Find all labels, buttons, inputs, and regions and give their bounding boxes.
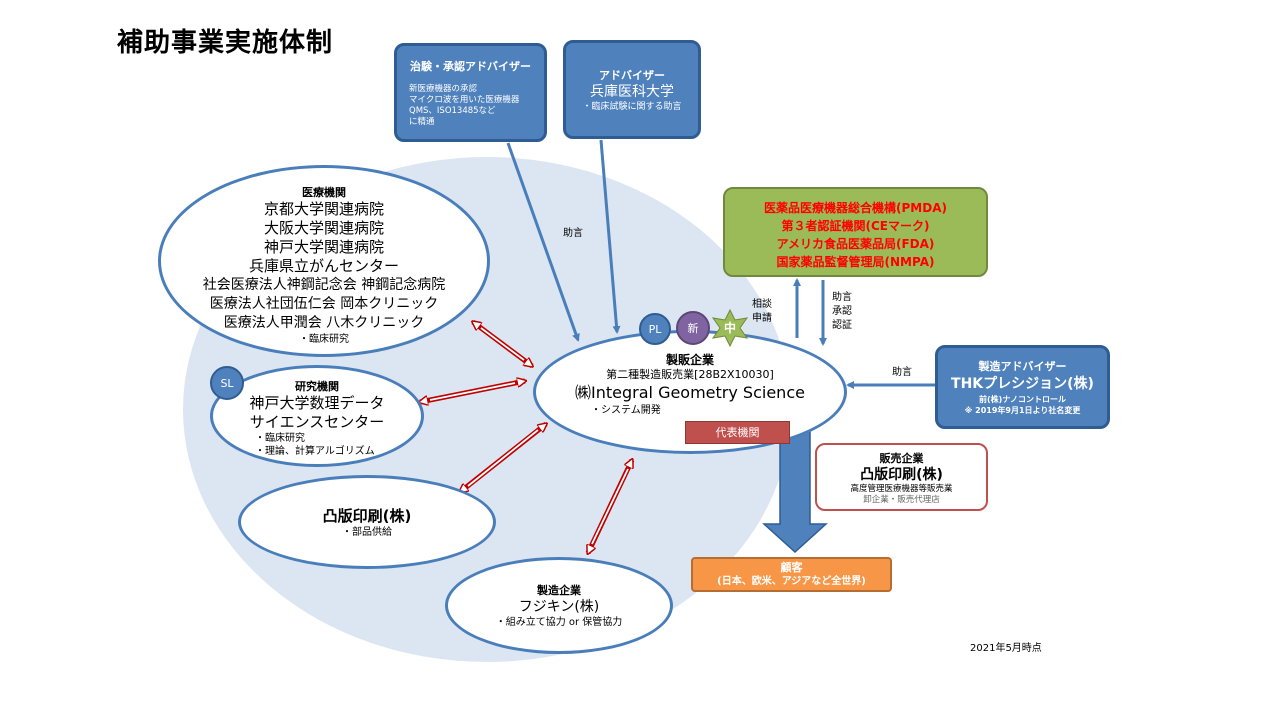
new-badge: 新: [676, 311, 710, 345]
consult-label: 相談: [752, 299, 772, 310]
page-title: 補助事業実施体制: [117, 28, 334, 58]
fujikin-note: ・組み立て協力 or 保管協力: [495, 617, 623, 628]
research-note: ・臨床研究: [255, 433, 305, 444]
advice-label: 助言: [892, 367, 912, 378]
medical-note: ・臨床研究: [299, 334, 349, 345]
toppan-parts-name: 凸版印刷(株): [322, 507, 412, 525]
center-company-name: ㈱Integral Geometry Science: [575, 383, 805, 402]
center-license: 第二種製造販売業[28B2X10030]: [606, 368, 774, 381]
medical-line: 医療法人甲潤会 八木クリニック: [223, 315, 425, 331]
mfg-advisor-heading: 製造アドバイザー: [978, 360, 1067, 373]
mfg-advisor-name: THKプレシジョン(株): [951, 376, 1094, 392]
toppan-parts-ellipse: 凸版印刷(株) ・部品供給: [238, 475, 496, 569]
regulator-line: 第３者認証機関(CEマーク): [781, 219, 930, 233]
medical-line: 神戸大学関連病院: [263, 238, 384, 256]
advice-label: 助言: [563, 228, 583, 239]
medical-line: 兵庫県立がんセンター: [248, 257, 399, 275]
univ-advisor-heading: アドバイザー: [599, 69, 665, 82]
sales-sub: 高度管理医療機器等販売業: [850, 484, 953, 494]
sl-badge: SL: [210, 366, 244, 400]
customer-sub: (日本、欧米、アジアなど全世界): [717, 576, 866, 587]
sme-star-badge: [711, 309, 749, 347]
regulator-line: 医薬品医療機器総合機構(PMDA): [764, 201, 947, 215]
arrow-univ-advisor: [599, 139, 621, 334]
research-name: 神戸大学数理データ: [249, 394, 385, 412]
center-heading: 製販企業: [665, 353, 714, 367]
advice-label: 助言: [832, 292, 852, 303]
sales-company-box: 販売企業 凸版印刷(株) 高度管理医療機器等販売業 卸企業・販売代理店: [815, 443, 988, 511]
regulator-line: アメリカ食品医薬品局(FDA): [776, 237, 935, 251]
fujikin-ellipse: 製造企業 フジキン(株) ・組み立て協力 or 保管協力: [445, 557, 673, 654]
apply-label: 申請: [752, 313, 772, 324]
regulators-box: 医薬品医療機器総合機構(PMDA) 第３者認証機関(CEマーク) アメリカ食品医…: [723, 187, 988, 277]
pl-badge: PL: [639, 313, 671, 345]
medical-line: 医療法人社団伍仁会 岡本クリニック: [209, 296, 439, 312]
clinical-advisor-line: 新医療機器の承認: [409, 84, 478, 94]
univ-advisor-note: ・臨床試験に関する助言: [582, 102, 682, 112]
medical-line: 社会医療法人神鋼記念会 神鋼記念病院: [202, 277, 446, 293]
research-institution-ellipse: 研究機関 神戸大学数理データ サイエンスセンター ・臨床研究 ・理論、計算アルゴ…: [210, 365, 424, 467]
sales-heading: 販売企業: [879, 452, 924, 465]
center-note: ・システム開発: [591, 405, 661, 416]
rep-institution-badge: 代表機関: [685, 421, 790, 444]
mfg-advisor-sub: 前(株)ナノコントロール: [979, 395, 1066, 404]
medical-line: 京都大学関連病院: [263, 200, 384, 218]
medical-heading: 医療機関: [302, 186, 346, 199]
clinical-advisor-line: に精通: [409, 117, 435, 127]
medical-institutions-ellipse: 医療機関 京都大学関連病院 大阪大学関連病院 神戸大学関連病院 兵庫県立がんセン…: [158, 165, 490, 357]
clinical-advisor-line: マイクロ波を用いた医療機器: [409, 95, 520, 105]
arrow-clinical-advisor: [506, 142, 580, 342]
sales-sub: 卸企業・販売代理店: [863, 495, 940, 505]
mfg-advisor-box: 製造アドバイザー THKプレシジョン(株) 前(株)ナノコントロール ※ 201…: [935, 345, 1110, 429]
clinical-advisor-line: QMS、ISO13485など: [409, 106, 496, 116]
certify-label: 認証: [832, 320, 852, 331]
regulator-line: 国家薬品監督管理局(NMPA): [776, 255, 935, 269]
sme-badge-label: 中: [723, 321, 736, 335]
medical-line: 大阪大学関連病院: [263, 219, 384, 237]
univ-advisor-name: 兵庫医科大学: [590, 84, 674, 100]
univ-advisor-box: アドバイザー 兵庫医科大学 ・臨床試験に関する助言: [563, 40, 701, 139]
customer-heading: 顧客: [780, 561, 803, 574]
sales-name: 凸版印刷(株): [860, 467, 943, 483]
research-name: サイエンスセンター: [249, 413, 385, 431]
clinical-advisor-heading: 治験・承認アドバイザー: [410, 60, 531, 73]
customer-box: 顧客 (日本、欧米、アジアなど全世界): [691, 557, 892, 592]
research-heading: 研究機関: [295, 380, 339, 393]
research-note: ・理論、計算アルゴリズム: [255, 446, 375, 457]
fujikin-heading: 製造企業: [537, 584, 581, 597]
clinical-advisor-box: 治験・承認アドバイザー 新医療機器の承認 マイクロ波を用いた医療機器 QMS、I…: [394, 43, 547, 142]
date-note: 2021年5月時点: [970, 643, 1042, 654]
mfg-advisor-sub: ※ 2019年9月1日より社名変更: [964, 406, 1081, 415]
fujikin-name: フジキン(株): [518, 599, 600, 615]
toppan-parts-note: ・部品供給: [342, 527, 392, 538]
approve-label: 承認: [832, 306, 852, 317]
arrow-to-customer: [762, 429, 828, 554]
